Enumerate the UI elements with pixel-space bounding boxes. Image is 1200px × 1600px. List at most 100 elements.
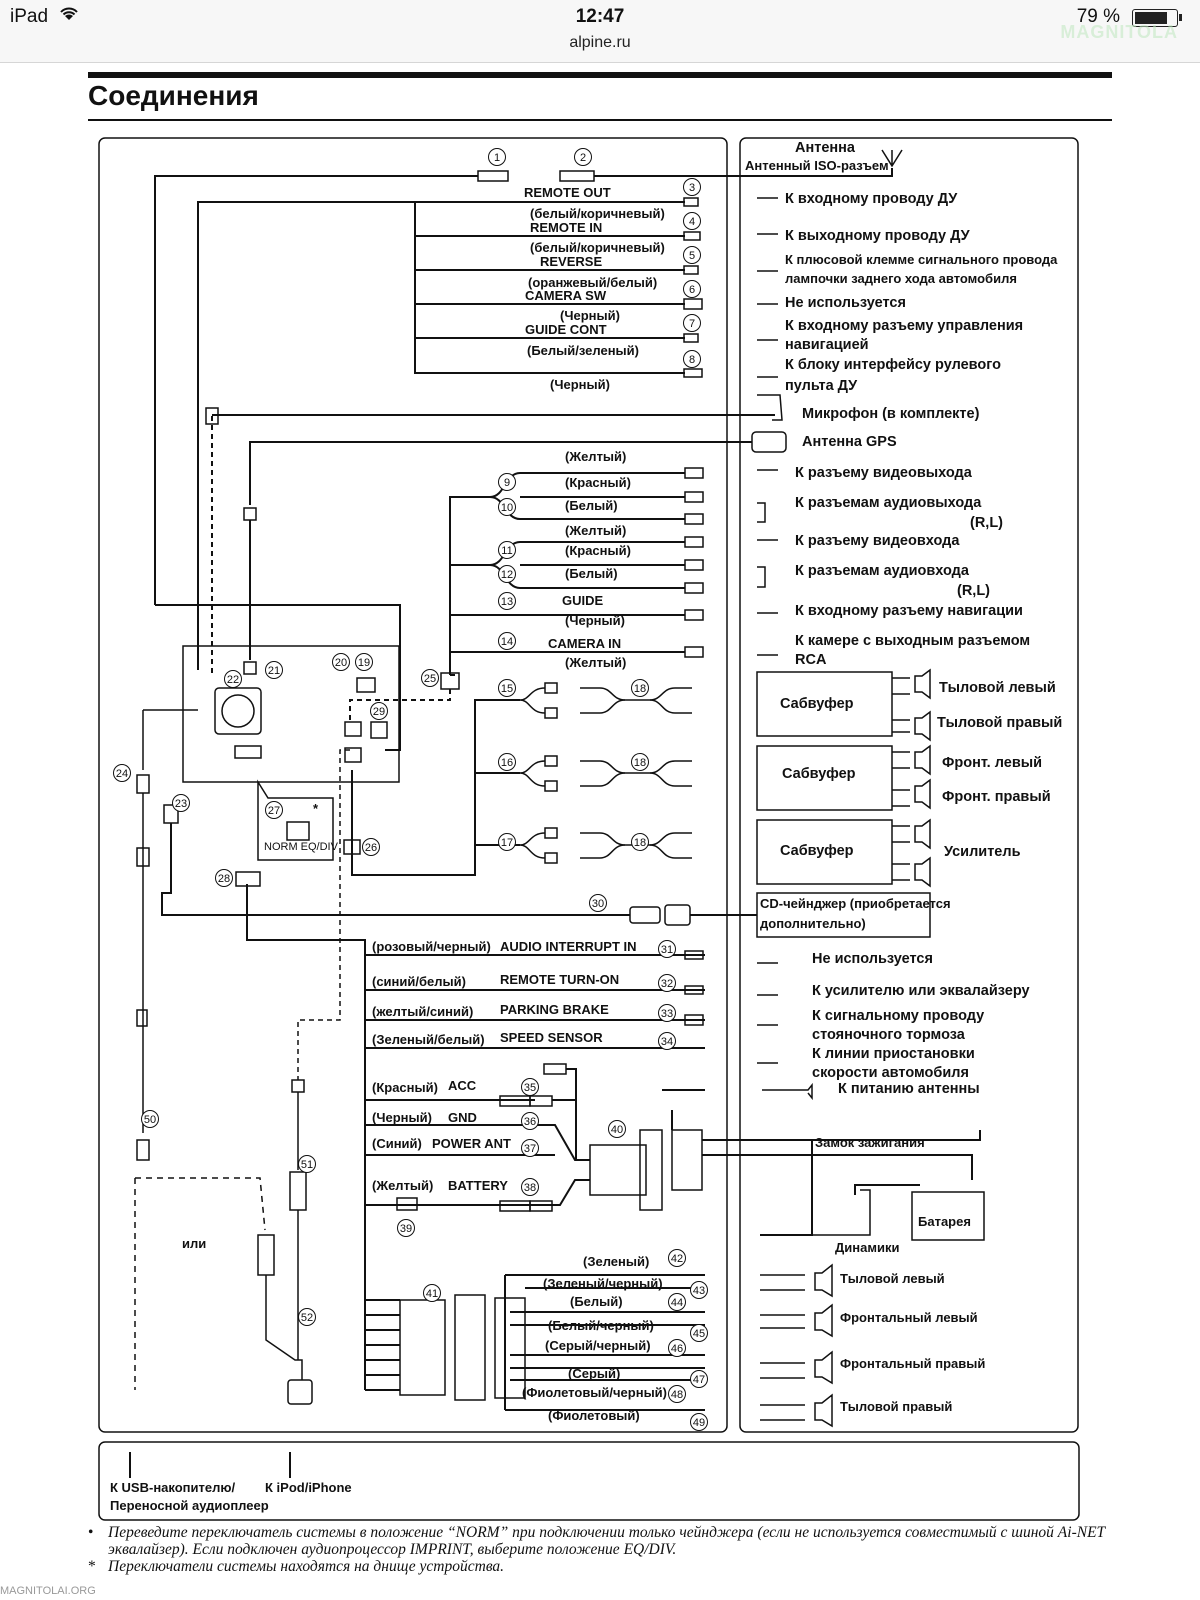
callout-circle	[215, 869, 233, 887]
wire-color: (Желтый)	[372, 1178, 433, 1193]
gps-label: Антенна GPS	[802, 434, 897, 450]
wire-color: (синий/белый)	[372, 974, 466, 989]
callout-number: 43	[693, 1285, 705, 1297]
amp-out: Фронт. левый	[942, 755, 1042, 771]
wire-name: REVERSE	[540, 254, 602, 269]
rca-name: GUIDE	[562, 593, 604, 608]
rca-color: (Белый)	[565, 498, 618, 513]
callout-number: 18	[634, 837, 646, 849]
wire-dest: скорости автомобиля	[812, 1065, 969, 1081]
wire-color: (Черный)	[550, 377, 610, 392]
speaker-wire-color: (Фиолетовый)	[548, 1408, 640, 1423]
speaker-wire-color: (Белый/черный)	[548, 1318, 654, 1333]
rca-dest: К разъемам аудиовхода	[795, 563, 970, 579]
callout-number: 29	[373, 706, 385, 718]
address-bar[interactable]: alpine.ru	[569, 34, 631, 51]
rca-color: (Красный)	[565, 475, 631, 490]
wire-name: POWER ANT	[432, 1136, 511, 1151]
callout-number: 22	[227, 674, 239, 686]
callout-number: 8	[689, 354, 695, 366]
amp-label: Сабвуфер	[780, 696, 854, 712]
rca-dest: RCA	[795, 652, 827, 668]
ipod-label: К iPod/iPhone	[265, 1480, 352, 1495]
note-item: * Переключатели системы находятся на дни…	[88, 1558, 1118, 1575]
wire-name: REMOTE OUT	[524, 185, 611, 200]
note-text: Переключатели системы находятся на днище…	[108, 1558, 505, 1575]
speaker-label: Тыловой левый	[840, 1271, 945, 1286]
callout-number: 41	[426, 1288, 438, 1300]
callout-number: 47	[693, 1374, 705, 1386]
callout-circle	[668, 1339, 686, 1357]
speaker-label: Фронтальный правый	[840, 1356, 985, 1371]
callout-circle	[397, 1219, 415, 1237]
callout-number: 39	[400, 1223, 412, 1235]
callout-circle	[683, 178, 701, 196]
note-text: Переведите переключатель системы в полож…	[108, 1524, 1105, 1558]
callout-number: 40	[611, 1124, 623, 1136]
footer-watermark: MAGNITOLAI.ORG	[0, 1585, 96, 1597]
rca-dest: К разъему видеовыхода	[795, 465, 973, 481]
callout-circle	[521, 1112, 539, 1130]
callout-number: 38	[524, 1182, 536, 1194]
rca-dest: К входному разъему навигации	[795, 603, 1023, 619]
wire-color: (оранжевый/белый)	[528, 275, 657, 290]
callout-number: 33	[661, 1008, 673, 1020]
note-bullet: *	[88, 1558, 96, 1575]
callout-number: 5	[689, 250, 695, 262]
usb-label: Переносной аудиоплеер	[110, 1498, 269, 1513]
switch-label: NORM EQ/DIV	[264, 841, 339, 853]
wire-color: (Зеленый/белый)	[372, 1032, 485, 1047]
callout-number: 10	[501, 502, 513, 514]
wire-dest: Не используется	[785, 295, 906, 311]
callout-circle	[265, 801, 283, 819]
callout-circle	[690, 1370, 708, 1388]
page-title: Соединения	[88, 80, 259, 111]
callout-number: 3	[689, 182, 695, 194]
wire-name: AUDIO INTERRUPT IN	[500, 939, 637, 954]
amp-out: Тыловой правый	[937, 715, 1062, 731]
callout-number: 26	[365, 842, 377, 854]
callout-number: 48	[671, 1389, 683, 1401]
speakers-label: Динамики	[835, 1240, 899, 1255]
wire-dest: К сигнальному проводу	[812, 1008, 984, 1024]
callout-circle	[690, 1281, 708, 1299]
callout-number: 45	[693, 1328, 705, 1340]
wire-dest: К входному разъему управления	[785, 318, 1023, 334]
callout-circle	[298, 1308, 316, 1326]
cd-changer-label: дополнительно)	[760, 916, 866, 931]
callout-circle	[421, 669, 439, 687]
speaker-wire-color: (Серый/черный)	[545, 1338, 651, 1353]
callout-number: 50	[144, 1114, 156, 1126]
wire-color: (Синий)	[372, 1136, 422, 1151]
wire-color: (Черный)	[372, 1110, 432, 1125]
callout-circle	[683, 212, 701, 230]
rca-dest: К разъемам аудиовыхода	[795, 495, 982, 511]
callout-number: 23	[175, 798, 187, 810]
rca-color: (Желтый)	[565, 449, 626, 464]
callout-circle	[668, 1293, 686, 1311]
wire-dest: навигацией	[785, 337, 869, 353]
callout-number: 27	[268, 805, 280, 817]
callout-circle	[521, 1139, 539, 1157]
wire-name: REMOTE TURN-ON	[500, 972, 619, 987]
device-name: iPad	[10, 6, 49, 27]
fan-icon	[214, 687, 262, 735]
callout-number: 4	[689, 216, 695, 228]
callout-circle	[370, 702, 388, 720]
rca-dest: (R,L)	[957, 583, 990, 599]
callout-circle	[683, 280, 701, 298]
wire-color: (Черный)	[560, 308, 620, 323]
wire-dest: К плюсовой клемме сигнального провода	[785, 252, 1058, 267]
callout-number: 51	[301, 1159, 313, 1171]
callout-number: 6	[689, 284, 695, 296]
callout-circle	[658, 1004, 676, 1022]
title-rule-top	[88, 72, 1112, 78]
callout-circle	[172, 794, 190, 812]
antenna-cable	[154, 175, 478, 605]
callout-circle	[498, 679, 516, 697]
clock: 12:47	[575, 6, 625, 27]
wire-color: (розовый/черный)	[372, 939, 491, 954]
wire-color: (Красный)	[372, 1080, 438, 1095]
speaker-wire-color: (Фиолетовый/черный)	[522, 1385, 667, 1400]
